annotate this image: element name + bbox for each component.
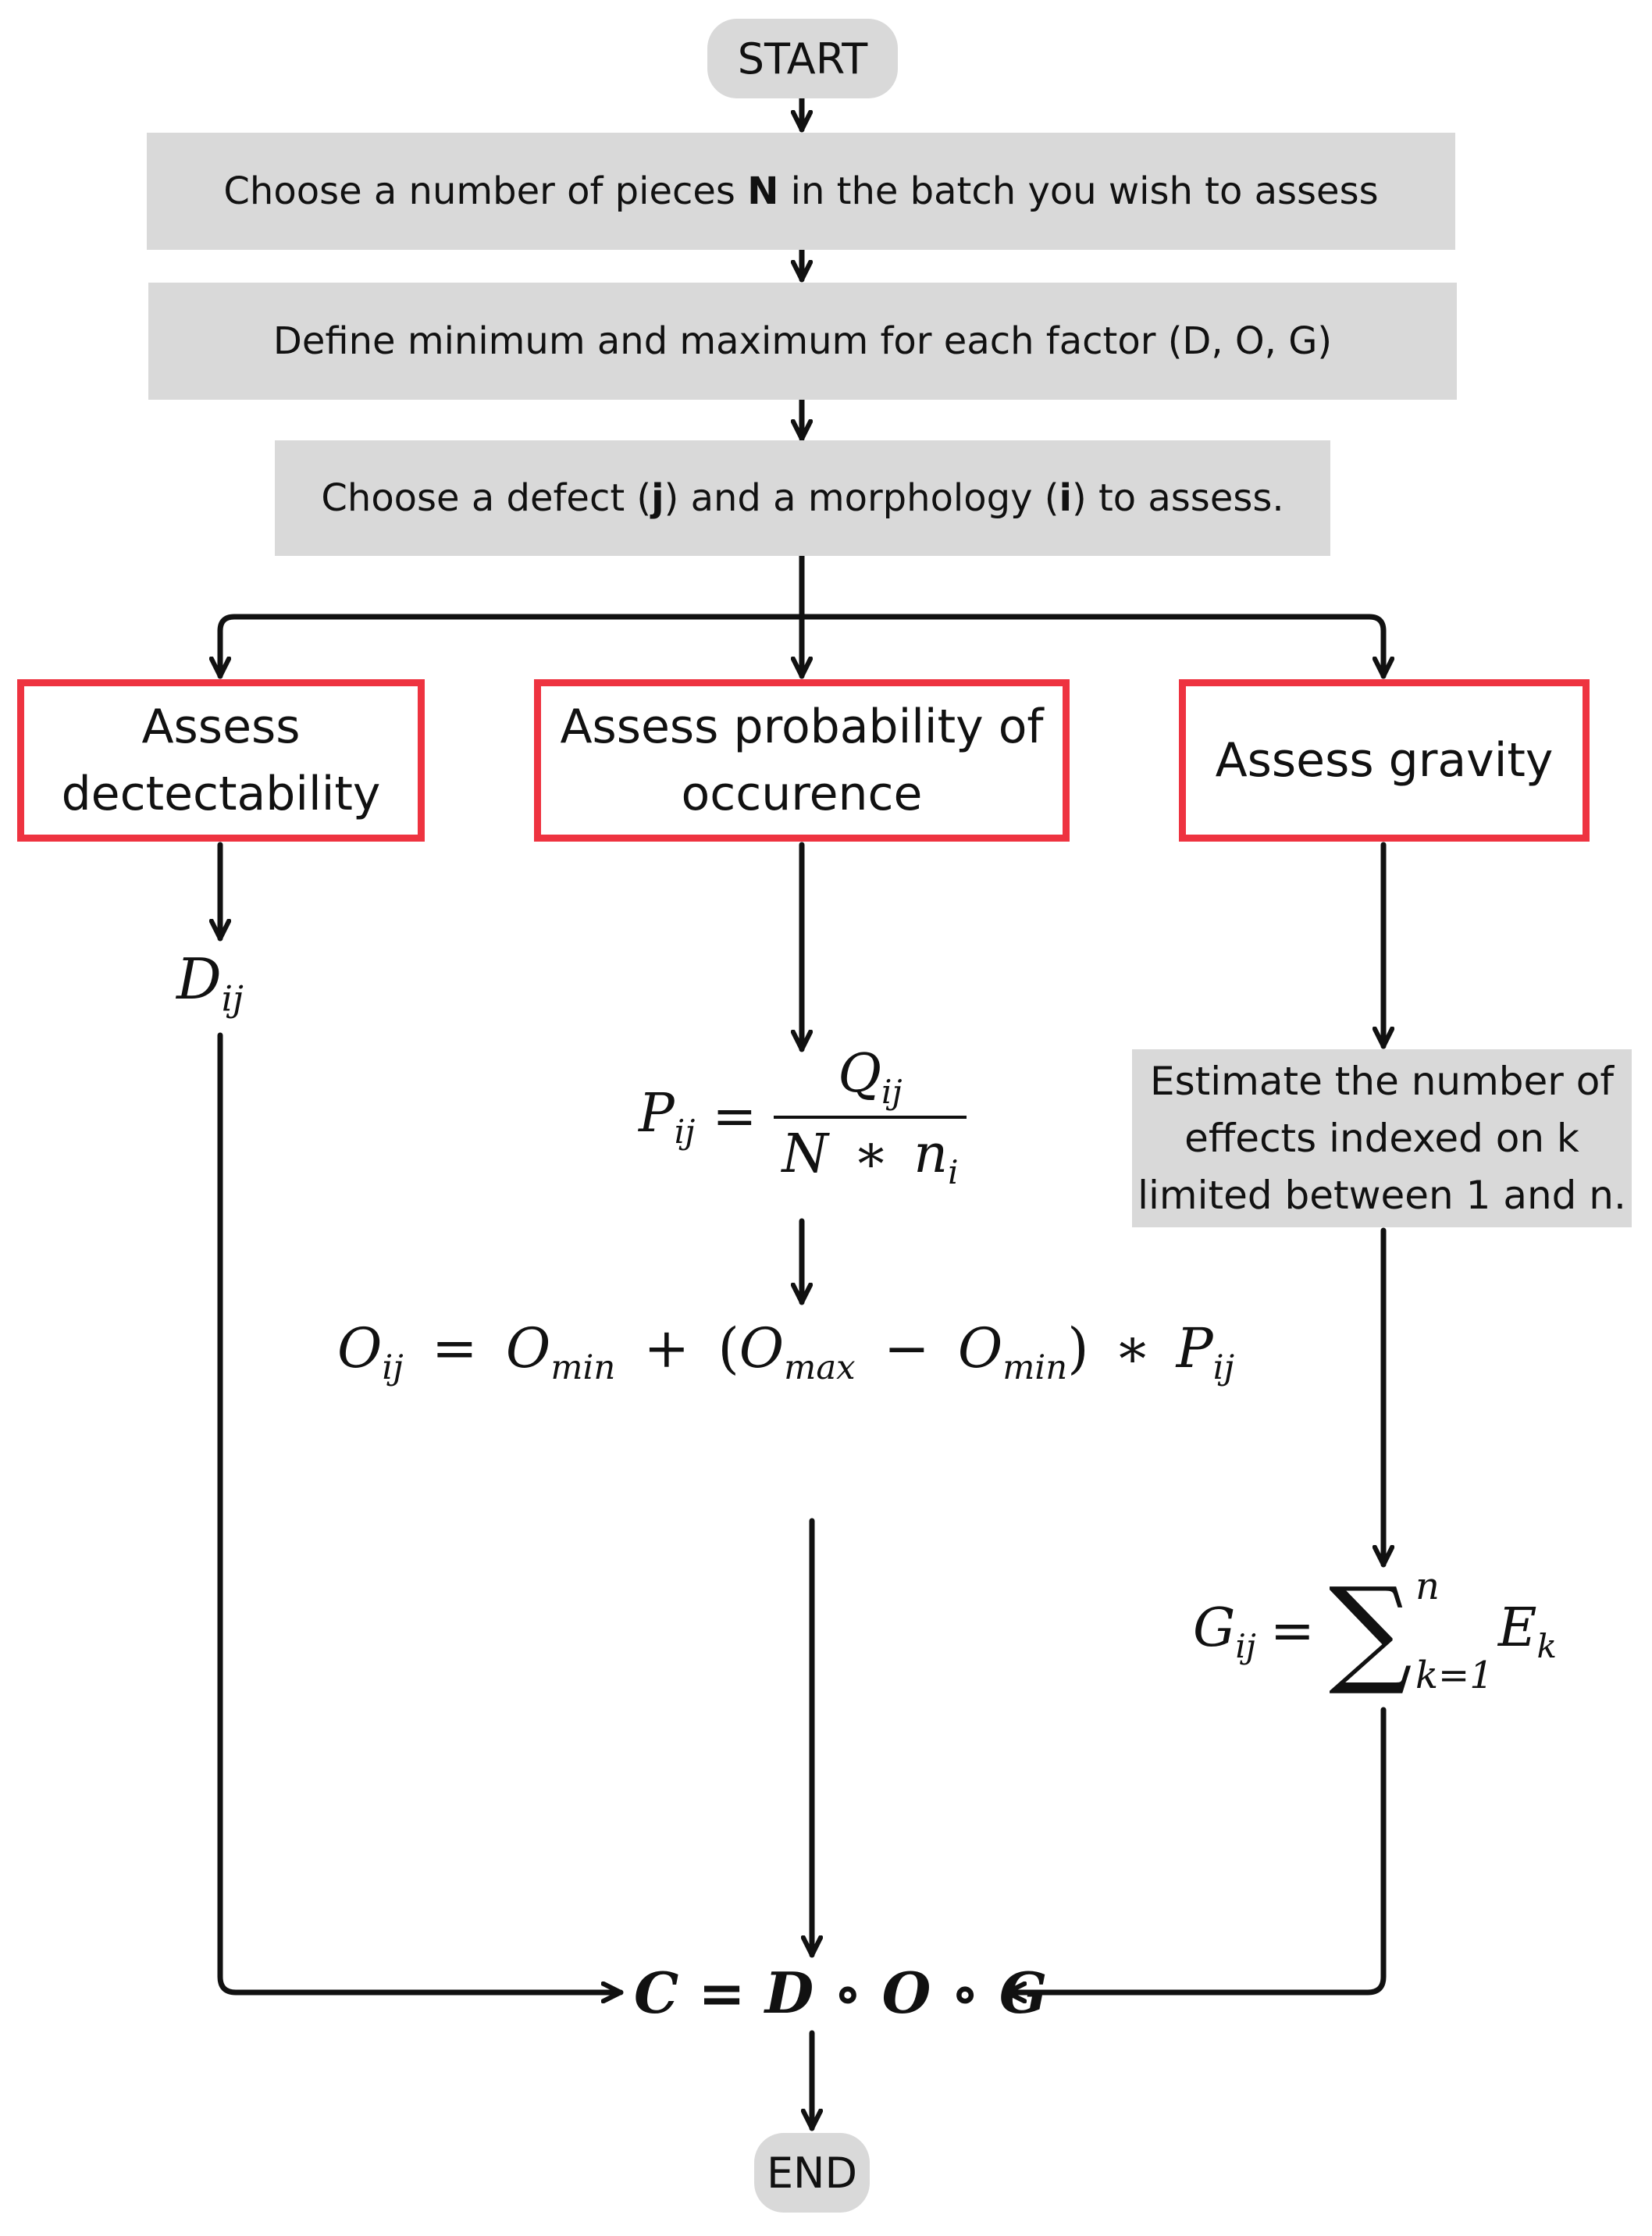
d-var: D [176,946,222,1012]
p-den-n: n [913,1123,949,1185]
step-choose-defect-i: i [1059,476,1072,520]
step-choose-pieces-text: Choose a number of pieces [223,169,748,213]
step-define-minmax: Define minimum and maximum for each fact… [148,283,1457,400]
o-times: ∗ [1113,1316,1152,1380]
assess-occurrence-box: Assess probability of occurence [534,679,1070,842]
step-choose-defect-t2: ) and a morphology ( [664,476,1059,520]
estimate-line1: Estimate the number of [1150,1058,1614,1104]
o-lparen: ( [717,1316,739,1380]
p-num-q: Q [838,1043,882,1105]
formula-p: Pij = Qij N ∗ ni [639,1043,967,1191]
d-sub: ij [221,978,244,1020]
o-min2-sub: min [1002,1348,1068,1388]
arrow-d-to-c [217,1032,624,1992]
o-lhs-sub: ij [382,1348,404,1388]
assess-occurrence-line1: Assess probability of [560,700,1044,754]
o-equals: = [432,1316,478,1380]
o-p-sub: ij [1212,1348,1235,1388]
arrow-g-to-c [1004,1707,1387,1992]
o-plus: + [643,1316,690,1380]
g-e-sub: k [1536,1626,1557,1665]
g-lhs-sub: ij [1235,1626,1256,1665]
p-num-sub: ij [881,1072,903,1111]
formula-g: Gij = ∑ n k=1 Ek [1193,1565,1557,1697]
formula-c: C = D ∘ O ∘ G [634,1960,1048,2026]
g-upper: n [1415,1565,1440,1608]
start-terminal: START [707,19,898,98]
g-lower: k=1 [1415,1654,1494,1697]
assess-detectability-line2: dectectability [61,767,381,821]
o-min1-sub: min [550,1348,616,1388]
o-lhs: O [337,1316,383,1380]
o-p: P [1176,1316,1213,1380]
g-lhs: G [1193,1597,1236,1659]
o-min1: O [505,1316,551,1380]
g-equals: = [1269,1600,1315,1662]
step-choose-defect-t3: ) to assess. [1071,476,1284,520]
o-min2: O [957,1316,1003,1380]
p-fraction: Qij N ∗ ni [774,1043,967,1191]
formula-d: Dij [176,946,244,1020]
step-choose-defect-t1: Choose a defect ( [321,476,652,520]
branch-to-gravity [799,614,1383,679]
p-var: P [639,1083,675,1145]
estimate-line2: effects indexed on k [1184,1115,1579,1161]
assess-detectability-box: Assess dectectability [17,679,425,842]
step-choose-pieces: Choose a number of pieces N in the batch… [147,133,1455,250]
step-choose-pieces-text-after: in the batch you wish to assess [778,169,1379,213]
p-den-op: ∗ [853,1123,889,1185]
step-choose-defect: Choose a defect (j) and a morphology (i)… [275,440,1330,556]
step-choose-pieces-n: N [747,169,779,213]
o-rparen: ) [1067,1316,1089,1380]
g-sigma: ∑ [1328,1563,1412,1699]
assess-occurrence-line2: occurence [681,767,923,821]
p-equals: = [712,1086,757,1148]
formula-o: Oij = Omin + (Omax − Omin) ∗ Pij [337,1316,1234,1387]
o-minus: − [883,1316,930,1380]
g-e: E [1497,1597,1537,1659]
o-max-sub: max [784,1348,856,1388]
end-terminal: END [754,2133,870,2213]
assess-detectability-line1: Assess [141,700,301,754]
step-define-minmax-text: Define minimum and maximum for each fact… [272,319,1333,363]
p-sub: ij [674,1113,696,1152]
estimate-effects-box: Estimate the number of effects indexed o… [1132,1049,1632,1227]
o-max: O [739,1316,785,1380]
p-den-sub: i [948,1152,959,1191]
p-den-n-big: N [781,1123,828,1185]
assess-gravity-label: Assess gravity [1215,733,1554,788]
branch-to-detectability [220,614,805,679]
assess-gravity-box: Assess gravity [1179,679,1590,842]
estimate-line3: limited between 1 and n. [1138,1172,1626,1218]
step-choose-defect-j: j [651,476,664,520]
